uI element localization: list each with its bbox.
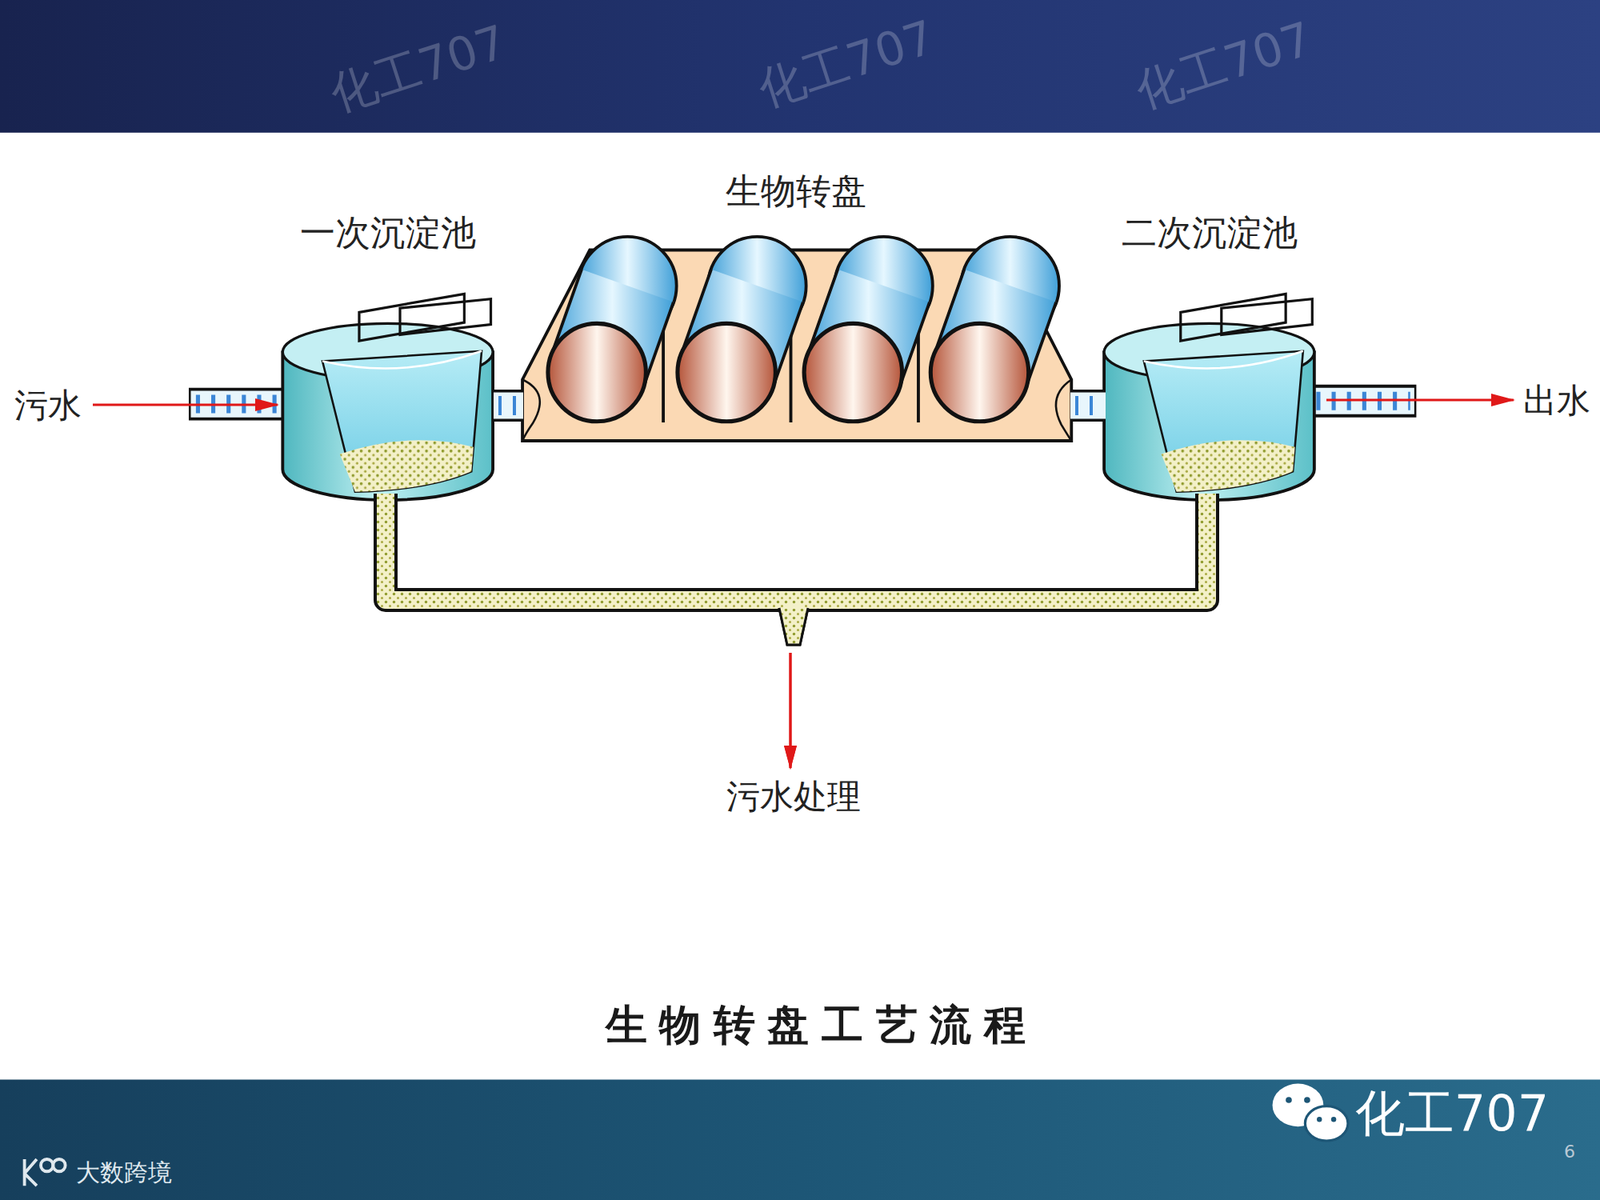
process-node: 一次沉淀池 (280, 212, 496, 500)
page-number: 6 (1564, 1141, 1576, 1163)
node-label: 二次沉淀池 (1121, 212, 1298, 256)
node-label: 一次沉淀池 (300, 212, 476, 256)
wechat-icon (1272, 1084, 1348, 1141)
node-label: 污水处理 (726, 776, 861, 817)
process-node: 出水 (1516, 377, 1597, 424)
process-node: 污水处理 (713, 772, 874, 821)
brand-name: 大数跨境 (76, 1158, 172, 1188)
footer-band (0, 1079, 1600, 1200)
node-label: 生物转盘 (725, 171, 867, 214)
biodisc-trough (522, 236, 1072, 441)
node-label: 出水 (1523, 380, 1591, 421)
process-node: 二次沉淀池 (1102, 212, 1317, 500)
process-node: 生物转盘 (520, 171, 1072, 441)
process-node: 污水 (8, 382, 88, 429)
header-band (0, 0, 1600, 133)
connector (1326, 400, 1514, 401)
secondary-settling-tank (1104, 293, 1315, 500)
watermark: 化工707 (1128, 11, 1319, 120)
watermark: 化工707 (323, 14, 513, 124)
brand-name: 化工707 (1355, 1084, 1549, 1144)
watermark: 化工707 (751, 9, 941, 119)
primary-settling-tank (282, 293, 493, 500)
connector (92, 404, 278, 406)
connector (385, 493, 808, 768)
figure-caption: 生物转盘工艺流程 (605, 1000, 1039, 1051)
node-label: 污水 (14, 385, 82, 426)
brand-logo (24, 1159, 66, 1186)
connector (779, 493, 1208, 768)
connector (1070, 405, 1106, 407)
connector (493, 405, 524, 407)
